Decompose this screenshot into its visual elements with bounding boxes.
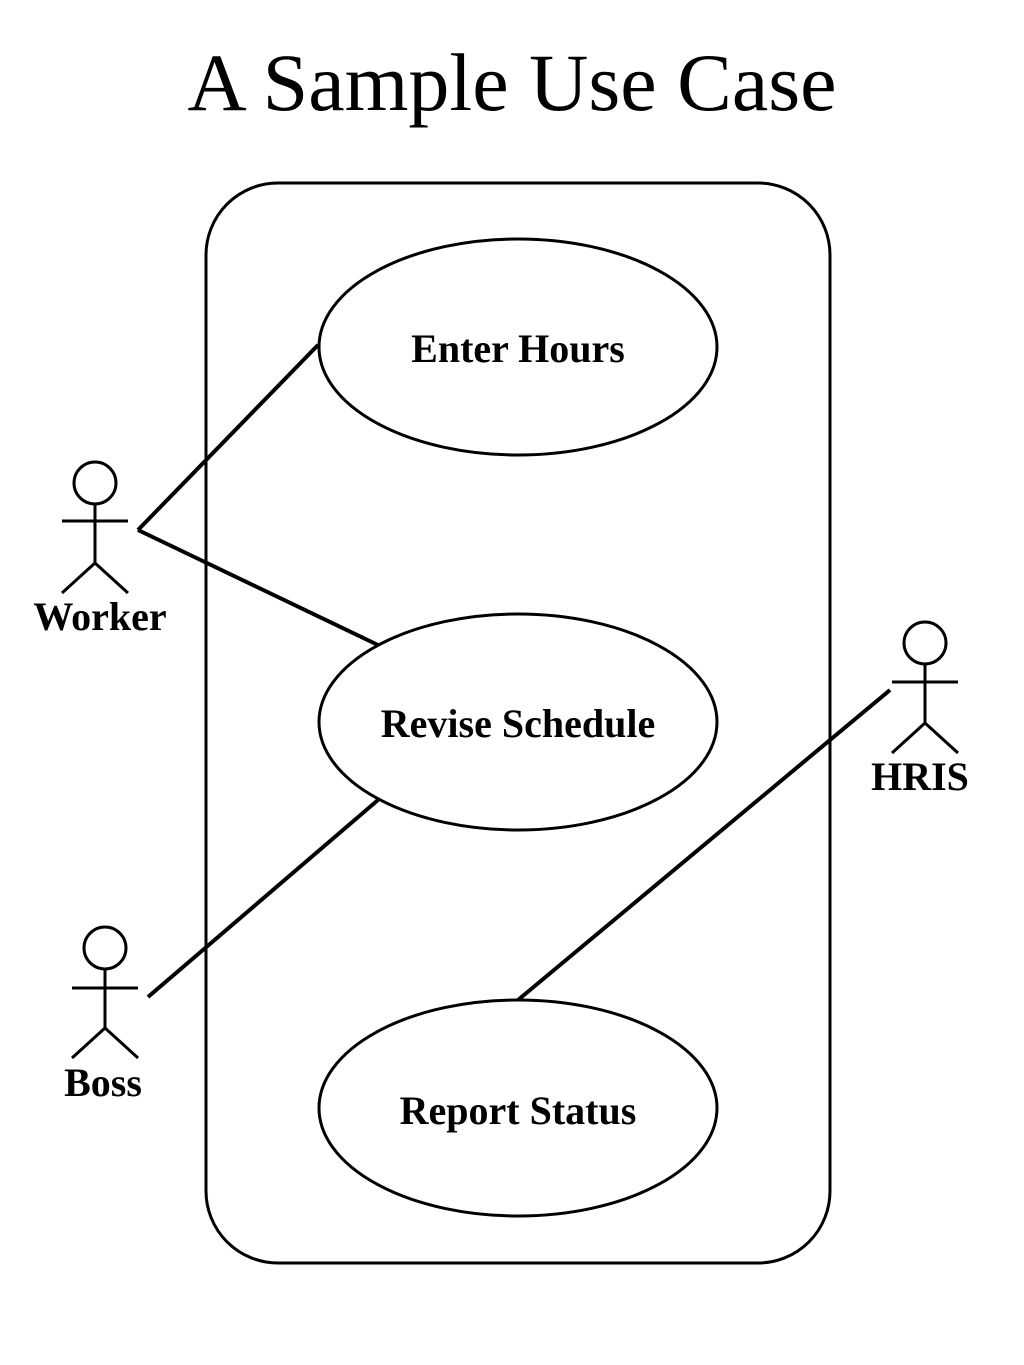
actor-worker-label: Worker bbox=[33, 594, 166, 639]
actor-hris[interactable]: HRIS bbox=[871, 620, 969, 799]
actor-worker[interactable]: Worker bbox=[33, 460, 167, 639]
stick-figure-icon bbox=[60, 460, 130, 595]
actor-hris-label: HRIS bbox=[871, 754, 969, 799]
use-case-report-status-ellipse bbox=[317, 998, 719, 1218]
association-worker-revise-schedule bbox=[137, 528, 379, 647]
actor-boss-label: Boss bbox=[64, 1060, 142, 1105]
use-case-report-status[interactable]: Report Status bbox=[317, 998, 719, 1218]
stick-figure-icon bbox=[890, 620, 960, 755]
stick-figure-icon bbox=[70, 925, 140, 1060]
association-hris-report-status bbox=[516, 688, 892, 1002]
association-boss-revise-schedule bbox=[146, 798, 380, 999]
association-worker-enter-hours bbox=[136, 343, 320, 532]
use-case-enter-hours-ellipse bbox=[317, 237, 719, 457]
use-case-enter-hours-label: Enter Hours bbox=[411, 326, 625, 371]
use-case-revise-schedule-label: Revise Schedule bbox=[381, 701, 655, 746]
use-case-revise-schedule-ellipse bbox=[317, 612, 719, 832]
page-title: A Sample Use Case bbox=[187, 37, 836, 128]
use-case-revise-schedule[interactable]: Revise Schedule bbox=[317, 612, 719, 832]
use-case-report-status-label: Report Status bbox=[400, 1088, 637, 1133]
system-boundary bbox=[204, 181, 832, 1265]
use-case-enter-hours[interactable]: Enter Hours bbox=[317, 237, 719, 457]
actor-boss[interactable]: Boss bbox=[64, 925, 142, 1105]
